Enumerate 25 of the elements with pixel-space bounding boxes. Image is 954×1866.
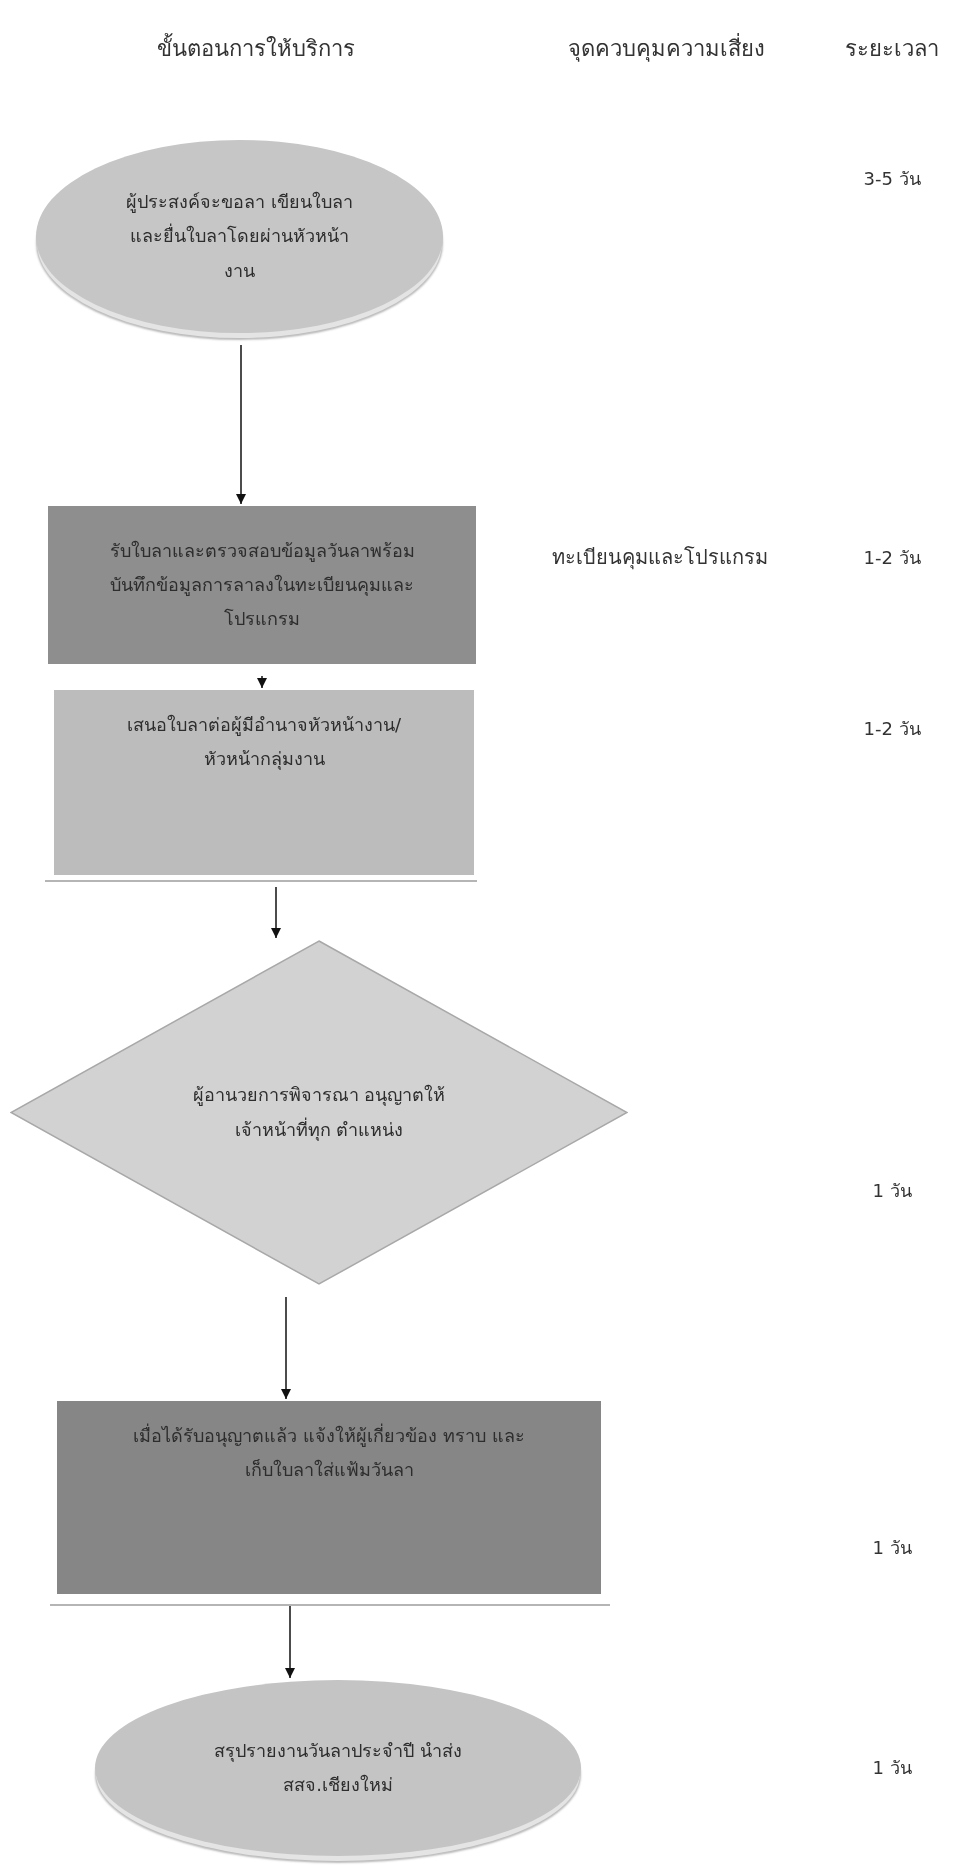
duration-text: 3-5 วัน — [863, 166, 921, 191]
duration-text: 1 วัน — [872, 1755, 912, 1780]
arrow — [284, 1605, 296, 1679]
process-box — [54, 690, 474, 875]
duration-text: 1-2 วัน — [863, 545, 921, 570]
arrow — [235, 344, 247, 505]
control-point-text: ทะเบียนคุมและโปรแกรม — [552, 544, 768, 572]
column-header: ขั้นตอนการให้บริการ — [157, 32, 355, 63]
duration-text: 1 วัน — [872, 1535, 912, 1560]
step-text: ผู้ประสงค์จะขอลา เขียนใบลา และยื่นใบลาโดยผ่านหัวหน้า งาน — [125, 190, 354, 283]
column-header: จุดควบคุมความเสี่ยง — [567, 32, 765, 64]
step-text: ผู้อานวยการพิจารณา อนุญาตให้เจ้าหน้าที่ทุก ตำแหน่ง — [191, 1083, 447, 1143]
decision-diamond — [10, 940, 628, 1285]
process-box — [48, 506, 476, 664]
duration-text: 1-2 วัน — [863, 716, 921, 741]
column-header: ระยะเวลา — [845, 34, 939, 63]
arrow — [280, 1296, 292, 1400]
duration-text: 1 วัน — [872, 1178, 912, 1203]
arrow — [270, 886, 282, 939]
step-text: สรุปรายงานวันลาประจำปี นำส่ง สสจ.เชียงใหม่ — [213, 1738, 463, 1797]
step-text: เมื่อได้รับอนุญาตแล้ว แจ้งให้ผู้เกี่ยวข้อง ทราบ และเก็บใบลาใส่แฟ้มวันลา — [132, 1422, 526, 1483]
step-text: เสนอใบลาต่อผู้มีอำนาจหัวหน้างาน/ หัวหน้ากลุ่มงาน — [125, 713, 403, 772]
arrow — [256, 675, 268, 689]
process-box — [57, 1401, 601, 1594]
step-text: รับใบลาและตรวจสอบข้อมูลวันลาพร้อม บันทึกข้อมูลการลาลงในทะเบียนคุมและ โปรแกรม — [108, 538, 416, 632]
